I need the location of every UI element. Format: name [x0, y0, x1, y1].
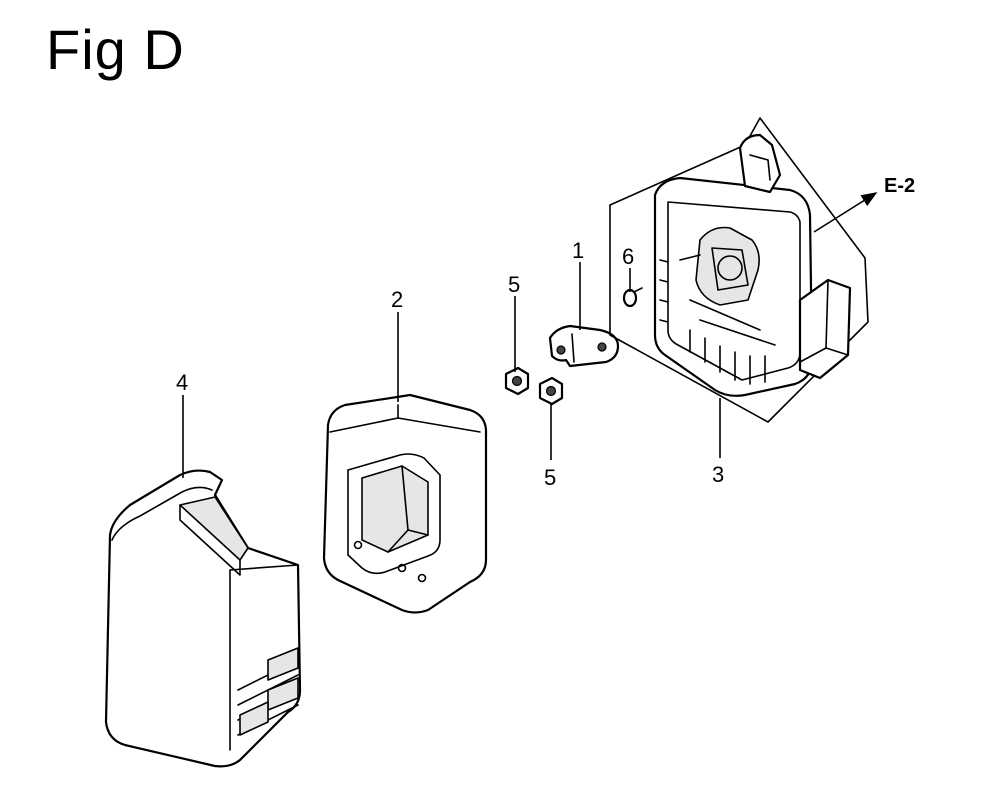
- part-5-nut-lower: [538, 376, 564, 406]
- figure-title: Fig D: [46, 18, 185, 81]
- part-1-bracket: [548, 324, 620, 368]
- part-3-air-cleaner-case: [609, 117, 869, 423]
- callout-2: 2: [391, 287, 403, 312]
- callout-4: 4: [176, 370, 188, 395]
- callout-5-upper: 5: [508, 272, 520, 297]
- callout-3: 3: [712, 462, 724, 487]
- callout-1: 1: [572, 238, 584, 263]
- reference-label-e2: E-2: [884, 175, 915, 197]
- part-5-nut-upper: [504, 366, 530, 396]
- callout-5-lower: 5: [544, 465, 556, 490]
- callout-6: 6: [622, 244, 634, 269]
- leader-lines: [182, 192, 878, 478]
- part-2-filter-element: [322, 393, 488, 614]
- part-6-collar: [622, 287, 643, 308]
- part-4-air-cleaner-cover: [104, 469, 302, 768]
